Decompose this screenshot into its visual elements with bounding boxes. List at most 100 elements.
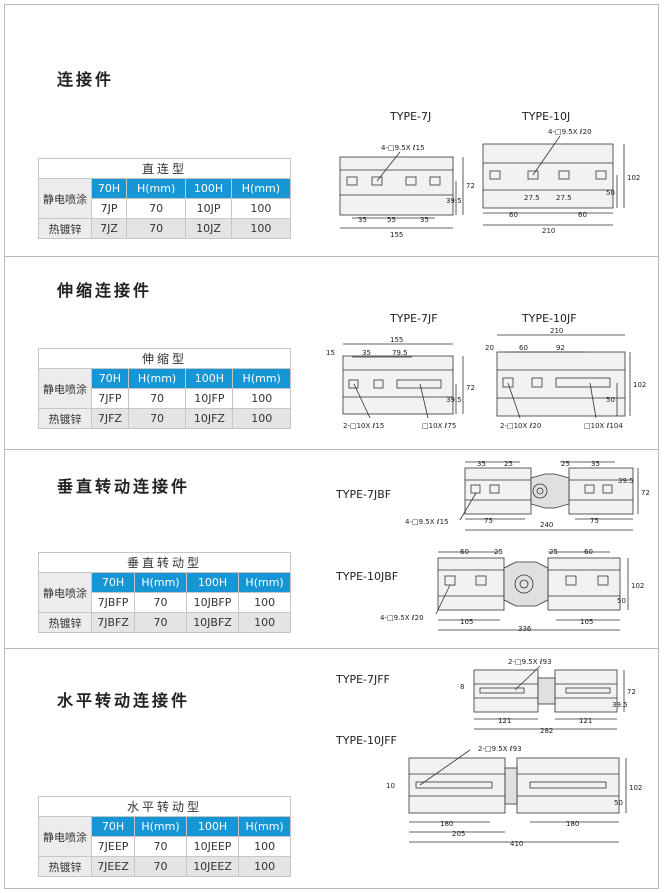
dim-label: 92	[556, 344, 565, 352]
section-divider	[4, 256, 659, 257]
table-header: 伸缩型	[38, 348, 291, 369]
col-header: H(mm)	[232, 368, 291, 389]
col-header: H(mm)	[126, 178, 187, 199]
page-border	[4, 4, 659, 889]
table-cell: 70	[134, 592, 187, 613]
dim-label: 60	[460, 548, 469, 556]
section-title-vertical-rotation: 垂直转动连接件	[57, 477, 191, 496]
section-title-telescopic: 伸缩连接件	[57, 281, 153, 300]
col-header: 100H	[185, 178, 232, 199]
dim-label: 27.5	[556, 194, 572, 202]
dim-label: 102	[633, 381, 646, 389]
table-header: 垂直转动型	[38, 552, 291, 573]
table-cell: 100	[230, 198, 292, 219]
row-label: 静电喷涂	[38, 572, 92, 613]
drawing-type-10jbf: TYPE-10JBF 60 25 25 60 102 50 4-□9.5X ℓ2…	[335, 548, 644, 633]
dim-label: 105	[580, 618, 593, 626]
dim-label: 75	[484, 517, 493, 525]
dim-label: 205	[452, 830, 465, 838]
table-cell: 7JBFZ	[90, 612, 136, 633]
hole-label: 4-□9.5X ℓ15	[381, 144, 425, 152]
dim-label: 410	[510, 840, 523, 848]
row-label: 静电喷涂	[38, 816, 92, 857]
type-label: TYPE-7JF	[389, 312, 438, 325]
dim-label: 35	[477, 460, 486, 468]
dim-label: 39.5	[446, 396, 462, 404]
type-label: TYPE-10JBF	[335, 570, 398, 583]
table-cell: 10JEEZ	[185, 856, 240, 877]
dim-label: 240	[540, 521, 553, 529]
dim-label: 25	[549, 548, 558, 556]
spec-table-horizontal-rotation: 水平转动型 静电喷涂 70H H(mm) 100H H(mm) 7JEEP 70…	[38, 796, 291, 877]
dim-label: 39.5	[446, 197, 462, 205]
dim-label: 121	[579, 717, 592, 725]
dim-label: 35	[420, 216, 429, 224]
table-cell: 100	[230, 218, 292, 239]
row-label: 热镀锌	[38, 856, 92, 877]
col-header: 100H	[185, 816, 240, 837]
type-label: TYPE-10J	[521, 110, 570, 123]
table-cell: 70	[126, 198, 187, 219]
dim-label: 27.5	[524, 194, 540, 202]
row-label: 静电喷涂	[38, 368, 92, 409]
col-header: 70H	[91, 368, 129, 389]
dim-label: 35	[591, 460, 600, 468]
type-label: TYPE-7JBF	[335, 488, 391, 501]
dim-label: 55	[387, 216, 396, 224]
type-label: TYPE-7J	[389, 110, 431, 123]
drawing-type-7jf: TYPE-7JF 155 15 35 79.5 72 39.5 2-□10X ℓ…	[326, 312, 475, 430]
spec-table-telescopic: 伸缩型 静电喷涂 70H H(mm) 100H H(mm) 7JFP 70 10…	[38, 348, 291, 429]
row-label: 静电喷涂	[38, 178, 92, 219]
dim-label: 39.5	[612, 701, 628, 709]
dim-label: 72	[466, 384, 475, 392]
spec-table-vertical-rotation: 垂直转动型 静电喷涂 70H H(mm) 100H H(mm) 7JBFP 70…	[38, 552, 291, 633]
row-label: 热镀锌	[38, 408, 92, 429]
dim-label: 35	[362, 349, 371, 357]
table-cell: 10JZ	[185, 218, 232, 239]
dim-label: 210	[550, 327, 563, 335]
hole-label: 4-□9.5X ℓ20	[548, 128, 592, 136]
table-cell: 70	[127, 408, 187, 429]
type-label: TYPE-10JF	[521, 312, 577, 325]
dim-label: 60	[584, 548, 593, 556]
dim-label: 79.5	[392, 349, 408, 357]
table-cell: 10JEEP	[185, 836, 240, 857]
table-cell: 7JEEP	[90, 836, 136, 857]
section-title-connector: 连接件	[57, 70, 115, 89]
table-cell: 100	[232, 388, 291, 409]
dim-label: 60	[578, 211, 587, 219]
table-header: 水平转动型	[38, 796, 291, 817]
dim-label: 35	[358, 216, 367, 224]
section-divider	[4, 648, 659, 649]
dim-label: 72	[466, 182, 475, 190]
col-header: H(mm)	[230, 178, 292, 199]
dim-label: 25	[561, 460, 570, 468]
dim-label: 210	[542, 227, 555, 235]
dim-label: 50	[606, 396, 615, 404]
table-cell: 100	[232, 408, 291, 429]
table-cell: 100	[238, 612, 291, 633]
dim-label: 10	[386, 782, 395, 790]
col-header: H(mm)	[134, 816, 187, 837]
slot-label: □10X ℓ104	[584, 422, 623, 430]
spec-table-connector: 直连型 静电喷涂 70H H(mm) 100H H(mm) 7JP 70 10J…	[38, 158, 292, 239]
table-cell: 7JFP	[91, 388, 129, 409]
col-header: 70H	[90, 178, 128, 199]
dim-label: 25	[494, 548, 503, 556]
row-label: 热镀锌	[38, 612, 92, 633]
table-cell: 70	[126, 218, 187, 239]
dim-label: 60	[519, 344, 528, 352]
dim-label: 50	[606, 189, 615, 197]
table-cell: 10JFZ	[185, 408, 234, 429]
dim-label: 155	[390, 231, 403, 239]
dim-label: 282	[540, 727, 553, 735]
drawing-type-7jbf: TYPE-7JBF 35 25 25 35 72 39.5 4-□9.5X ℓ1…	[335, 460, 650, 531]
table-cell: 7JFZ	[91, 408, 129, 429]
dim-label: 336	[518, 625, 532, 633]
section-divider	[4, 449, 659, 450]
dim-label: 72	[641, 489, 650, 497]
dim-label: 180	[566, 820, 579, 828]
dim-label: 72	[627, 688, 636, 696]
drawing-type-10jff: TYPE-10JFF 2-□9.5X ℓ93 10 102 50 180 180…	[335, 734, 642, 848]
